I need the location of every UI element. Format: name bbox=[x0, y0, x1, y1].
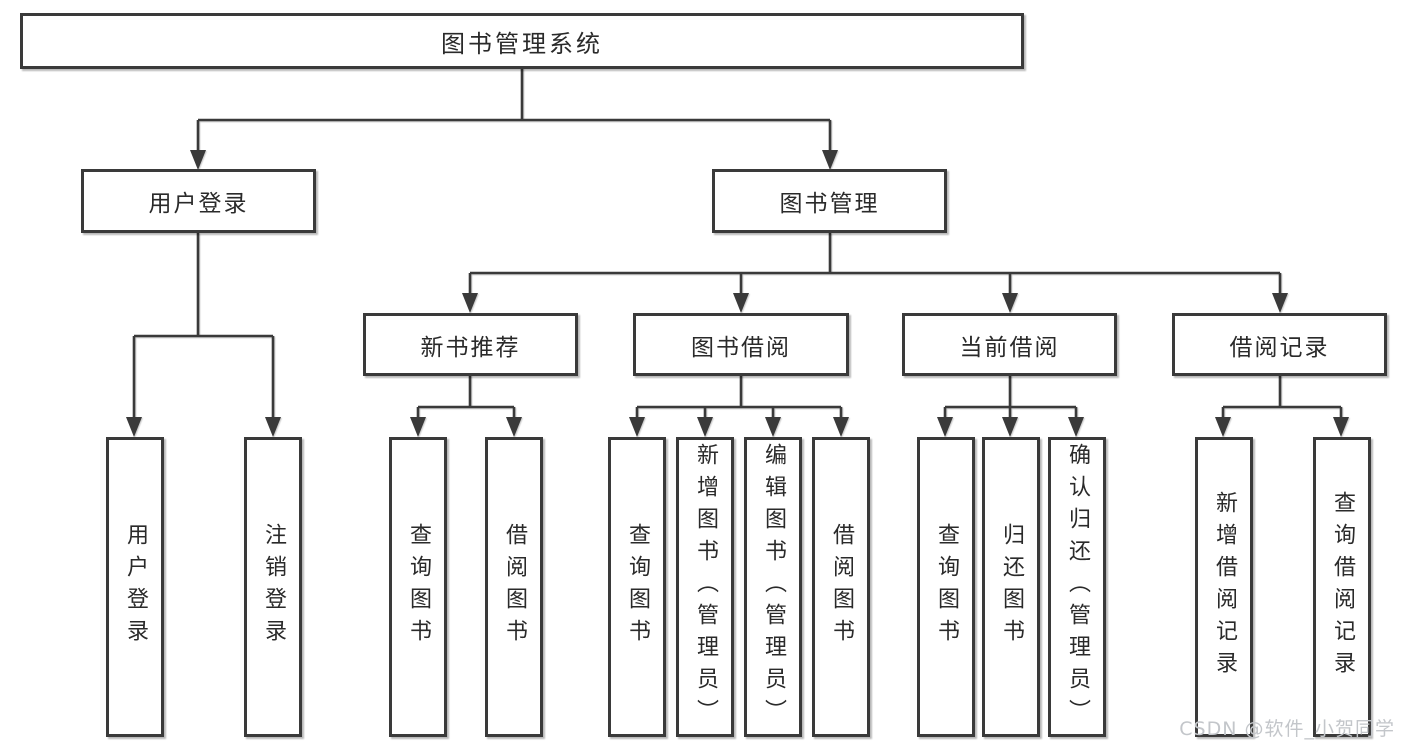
arrowhead-new-book-leaf-2 bbox=[506, 417, 522, 437]
node-user-login-label: 用户登录 bbox=[148, 191, 249, 217]
node-book-management-label: 图书管理 bbox=[779, 191, 880, 217]
leaf-user-login: 用户登录 bbox=[106, 437, 164, 737]
node-book-borrowing: 图书借阅 bbox=[633, 313, 849, 376]
arrowhead-to-current-borrow bbox=[1002, 293, 1018, 313]
leaf-query-books-borrow-label: 查询图书 bbox=[625, 523, 650, 651]
connector-book-borrow-split bbox=[635, 375, 843, 423]
node-user-login: 用户登录 bbox=[81, 169, 316, 233]
node-root-system-label: 图书管理系统 bbox=[441, 29, 603, 58]
leaf-return-books: 归还图书 bbox=[982, 437, 1040, 737]
leaf-query-borrow-record: 查询借阅记录 bbox=[1313, 437, 1371, 737]
node-new-book-recommend-label: 新书推荐 bbox=[420, 334, 521, 361]
arrowhead-borrow-record-leaf-1 bbox=[1215, 417, 1231, 437]
leaf-add-books-admin: 新增图书（管理员） bbox=[676, 437, 734, 737]
leaf-return-books-label: 归还图书 bbox=[999, 523, 1024, 651]
leaf-query-books-current-label: 查询图书 bbox=[934, 523, 959, 651]
leaf-edit-books-admin-label: 编辑图书（管理员） bbox=[761, 443, 786, 731]
leaf-query-books-current: 查询图书 bbox=[917, 437, 975, 737]
leaf-edit-books-admin: 编辑图书（管理员） bbox=[744, 437, 802, 737]
node-borrowing-records: 借阅记录 bbox=[1172, 313, 1387, 376]
leaf-borrow-books-label: 借阅图书 bbox=[829, 523, 854, 651]
arrowhead-to-logout-leaf bbox=[265, 417, 281, 437]
arrowhead-to-login-leaf bbox=[126, 417, 142, 437]
arrowhead-to-book-borrow bbox=[733, 293, 749, 313]
leaf-borrow-books-recommend-label: 借阅图书 bbox=[502, 523, 527, 651]
arrowhead-book-borrow-leaf-2 bbox=[697, 417, 713, 437]
leaf-borrow-books: 借阅图书 bbox=[812, 437, 870, 737]
arrowhead-book-borrow-leaf-4 bbox=[833, 417, 849, 437]
arrowhead-to-borrow-record bbox=[1272, 293, 1288, 313]
leaf-confirm-return-admin-label: 确认归还（管理员） bbox=[1065, 443, 1090, 731]
arrowhead-current-borrow-leaf-2 bbox=[1002, 417, 1018, 437]
arrowhead-new-book-leaf-1 bbox=[410, 417, 426, 437]
leaf-query-books-recommend: 查询图书 bbox=[389, 437, 447, 737]
leaf-user-login-label: 用户登录 bbox=[123, 523, 148, 651]
leaf-confirm-return-admin: 确认归还（管理员） bbox=[1048, 437, 1106, 737]
node-book-borrowing-label: 图书借阅 bbox=[691, 334, 791, 361]
csdn-watermark: CSDN @软件_小贺同学 bbox=[1179, 718, 1395, 740]
arrowhead-book-borrow-leaf-1 bbox=[629, 417, 645, 437]
arrowhead-to-user-login bbox=[190, 150, 206, 170]
leaf-query-books-recommend-label: 查询图书 bbox=[406, 523, 431, 651]
node-book-management: 图书管理 bbox=[712, 169, 947, 233]
leaf-query-books-borrow: 查询图书 bbox=[608, 437, 666, 737]
connector-current-borrow-split bbox=[943, 375, 1078, 423]
connector-user-login-split bbox=[132, 233, 275, 423]
leaf-logout-label: 注销登录 bbox=[261, 523, 286, 651]
arrowhead-to-new-book bbox=[462, 293, 478, 313]
arrowhead-current-borrow-leaf-1 bbox=[937, 417, 953, 437]
connector-book-management-split bbox=[468, 233, 1282, 299]
leaf-add-borrow-record: 新增借阅记录 bbox=[1195, 437, 1253, 737]
arrowhead-book-borrow-leaf-3 bbox=[765, 417, 781, 437]
arrowhead-current-borrow-leaf-3 bbox=[1068, 417, 1084, 437]
arrowhead-to-book-management bbox=[822, 150, 838, 170]
node-root-system: 图书管理系统 bbox=[20, 13, 1024, 69]
leaf-borrow-books-recommend: 借阅图书 bbox=[485, 437, 543, 737]
connector-borrow-record-split bbox=[1221, 375, 1343, 423]
connector-new-book-split bbox=[416, 375, 516, 423]
connector-root-split bbox=[196, 68, 832, 156]
leaf-add-books-admin-label: 新增图书（管理员） bbox=[693, 443, 718, 731]
node-new-book-recommend: 新书推荐 bbox=[363, 313, 578, 376]
leaf-logout: 注销登录 bbox=[244, 437, 302, 737]
arrowhead-borrow-record-leaf-2 bbox=[1333, 417, 1349, 437]
node-current-borrowing: 当前借阅 bbox=[902, 313, 1117, 376]
node-current-borrowing-label: 当前借阅 bbox=[959, 334, 1060, 361]
leaf-add-borrow-record-label: 新增借阅记录 bbox=[1212, 491, 1237, 683]
node-borrowing-records-label: 借阅记录 bbox=[1229, 334, 1330, 361]
leaf-query-borrow-record-label: 查询借阅记录 bbox=[1330, 491, 1355, 683]
